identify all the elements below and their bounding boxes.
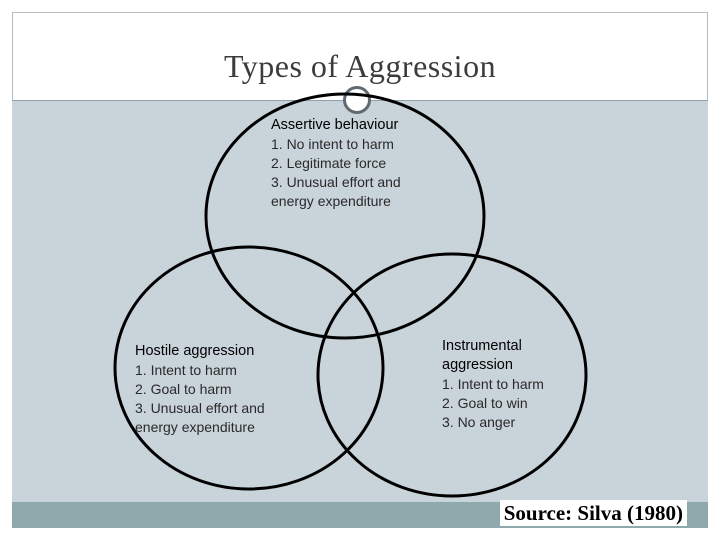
instrumental-item-1: 1. Intent to harm — [442, 376, 544, 392]
instrumental-item-3: 3. No anger — [442, 414, 516, 430]
instrumental-heading-line-1: Instrumental — [442, 338, 522, 354]
assertive-item-4: energy expenditure — [271, 193, 391, 209]
hostile-heading: Hostile aggression — [135, 343, 255, 359]
title-ring-ornament — [343, 86, 371, 114]
assertive-label: Assertive behaviour 1. No intent to harm… — [271, 116, 401, 211]
source-citation: Source: Silva (1980) — [499, 500, 687, 526]
assertive-item-3: 3. Unusual effort and — [271, 174, 401, 190]
circle-hostile — [113, 245, 385, 491]
assertive-item-2: 2. Legitimate force — [271, 155, 387, 171]
circle-assertive — [204, 92, 486, 340]
instrumental-label: Instrumental aggression 1. Intent to har… — [442, 337, 544, 432]
circle-instrumental — [316, 252, 588, 498]
assertive-item-1: 1. No intent to harm — [271, 136, 394, 152]
assertive-heading: Assertive behaviour — [271, 117, 399, 133]
hostile-item-1: 1. Intent to harm — [135, 362, 237, 378]
hostile-item-4: energy expenditure — [135, 419, 255, 435]
slide-title: Types of Aggression — [223, 48, 497, 84]
hostile-item-3: 3. Unusual effort and — [135, 400, 265, 416]
hostile-item-2: 2. Goal to harm — [135, 381, 232, 397]
instrumental-heading-line-2: aggression — [442, 357, 513, 373]
hostile-label: Hostile aggression 1. Intent to harm 2. … — [135, 342, 265, 437]
instrumental-item-2: 2. Goal to win — [442, 395, 528, 411]
